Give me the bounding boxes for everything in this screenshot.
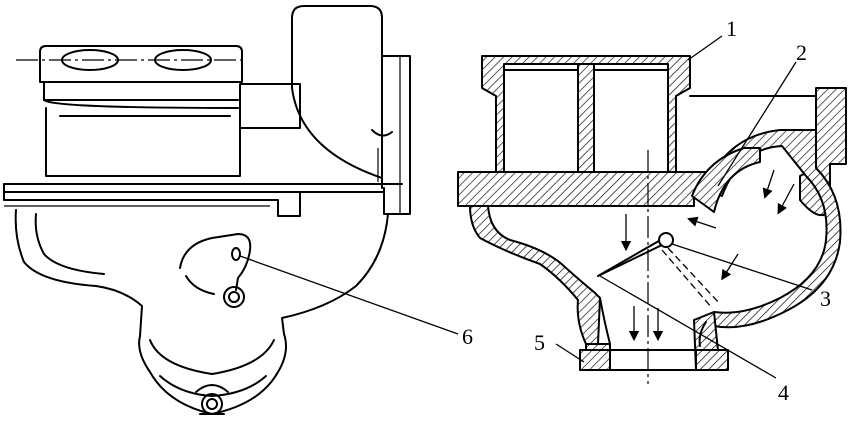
leader-4 — [599, 275, 777, 379]
callout-labels: 1 2 3 4 5 6 — [462, 16, 831, 405]
leader-6 — [239, 255, 459, 335]
callout-label-4: 4 — [778, 380, 789, 405]
leader-2 — [717, 61, 797, 187]
callout-label-2: 2 — [796, 40, 807, 65]
right-section-view — [457, 55, 847, 384]
callout-label-1: 1 — [726, 16, 737, 41]
leader-1 — [687, 35, 723, 61]
callout-label-3: 3 — [820, 286, 831, 311]
callout-label-5: 5 — [534, 330, 545, 355]
leader-5 — [555, 343, 585, 363]
callout-label-6: 6 — [462, 324, 473, 349]
left-exterior-view — [3, 5, 411, 415]
leader-3 — [671, 243, 813, 291]
leader-lines — [239, 35, 813, 379]
